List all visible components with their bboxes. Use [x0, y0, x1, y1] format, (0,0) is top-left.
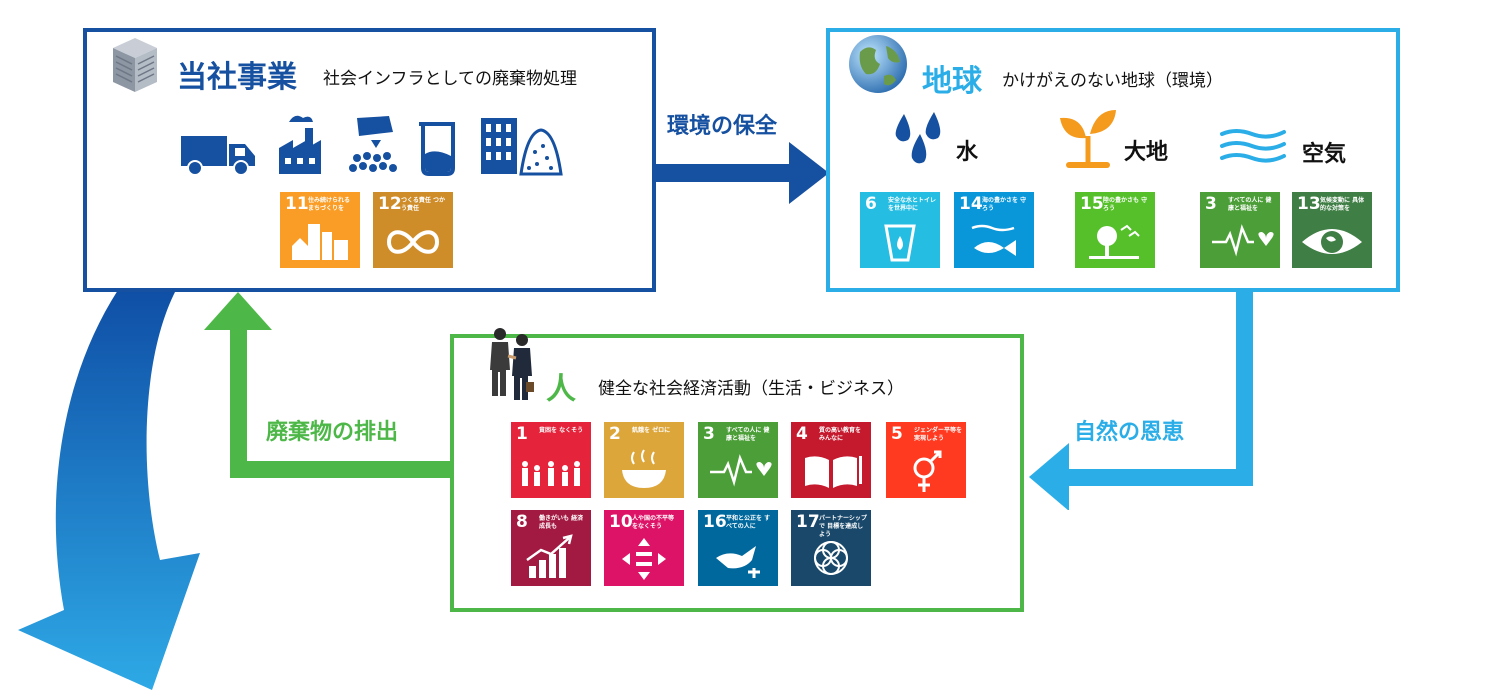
heartbeat-icon [1212, 224, 1274, 257]
land-label: 大地 [1124, 140, 1169, 165]
sdg-tile-5: 5 ジェンダー平等を 実現しよう [886, 422, 966, 498]
sdg-tile-1: 1 貧困を なくそう [511, 422, 591, 498]
facility-icon [481, 118, 563, 176]
partnership-rings-icon [814, 541, 848, 575]
sdg-tile-15: 15 陸の豊かさも 守ろう [1075, 192, 1155, 268]
globe-icon [849, 35, 907, 93]
sdg-tile-11: 11 住み続けられる まちづくりを [280, 192, 360, 268]
handshake-people-icon [490, 328, 534, 400]
sdg-tile-13: 13 気候変動に 具体的な対策を [1292, 192, 1372, 268]
book-icon [805, 456, 862, 488]
equality-icon [622, 538, 666, 580]
blessings-label: 自然の恩恵 [1074, 420, 1185, 445]
dove-icon [716, 546, 760, 578]
people-title: 人 [546, 372, 576, 407]
air-waves-icon [1220, 129, 1286, 163]
earth-box: 地球 かけがえのない地球（環境） 水 大地 空気 6 安全な水とトイレ を世界中… [826, 28, 1400, 292]
water-label: 水 [956, 140, 979, 165]
family-icon [522, 461, 580, 486]
factory-icon [279, 115, 321, 174]
earth-subtitle: かけがえのない地球（環境） [1002, 71, 1223, 91]
bowl-icon [622, 449, 666, 488]
water-glass-icon [884, 224, 916, 262]
sdg-tile-16: 16 平和と公正を すべての人に [698, 510, 778, 586]
city-icon [292, 224, 348, 260]
air-label: 空気 [1302, 142, 1347, 167]
crushing-icon [349, 116, 397, 172]
sdg-tile-3-earth: 3 すべての人に 健康と福祉を [1200, 192, 1280, 268]
sdg-tile-10: 10 人や国の不平等 をなくそう [604, 510, 684, 586]
waste-label: 廃棄物の排出 [266, 420, 399, 445]
fish-icon [971, 224, 1016, 256]
sprout-icon [1060, 110, 1116, 168]
building-icon [113, 38, 157, 92]
people-box: 人 健全な社会経済活動（生活・ビジネス） 1 貧困を なくそう 2 飢餓を ゼロ… [450, 328, 1024, 612]
company-box: 当社事業 社会インフラとしての廃棄物処理 [83, 28, 656, 292]
sdg-tile-6: 6 安全な水とトイレ を世界中に [860, 192, 940, 268]
sdg-tile-3-people: 3 すべての人に 健康と福祉を [698, 422, 778, 498]
water-drops-icon [895, 112, 941, 164]
waste-arrow [204, 292, 455, 478]
conservation-label: 環境の保全 [667, 114, 778, 139]
company-subtitle: 社会インフラとしての廃棄物処理 [323, 69, 577, 89]
infinity-icon [386, 230, 440, 254]
sdg-tile-12: 12 つくる責任 つかう責任 [373, 192, 453, 268]
sdg-tile-2: 2 飢餓を ゼロに [604, 422, 684, 498]
sdg-tile-8: 8 働きがいも 経済成長も [511, 510, 591, 586]
growth-chart-icon [526, 534, 573, 578]
tree-icon [1089, 224, 1140, 259]
company-title: 当社事業 [177, 60, 297, 95]
sdg-tile-17: 17 パートナーシップで 目標を達成しよう [791, 510, 871, 586]
gender-icon [913, 450, 942, 492]
conservation-arrow [655, 142, 829, 204]
beaker-icon [419, 122, 455, 176]
people-subtitle: 健全な社会経済活動（生活・ビジネス） [598, 379, 904, 399]
blessings-arrow [1029, 290, 1253, 510]
eye-globe-icon [1302, 229, 1362, 254]
sdg-tile-4: 4 質の高い教育を みんなに [791, 422, 871, 498]
heartbeat-icon [710, 454, 772, 487]
earth-title: 地球 [922, 64, 982, 99]
garbage-truck-icon [181, 136, 255, 176]
sdg-tile-14: 14 海の豊かさを 守ろう [954, 192, 1034, 268]
